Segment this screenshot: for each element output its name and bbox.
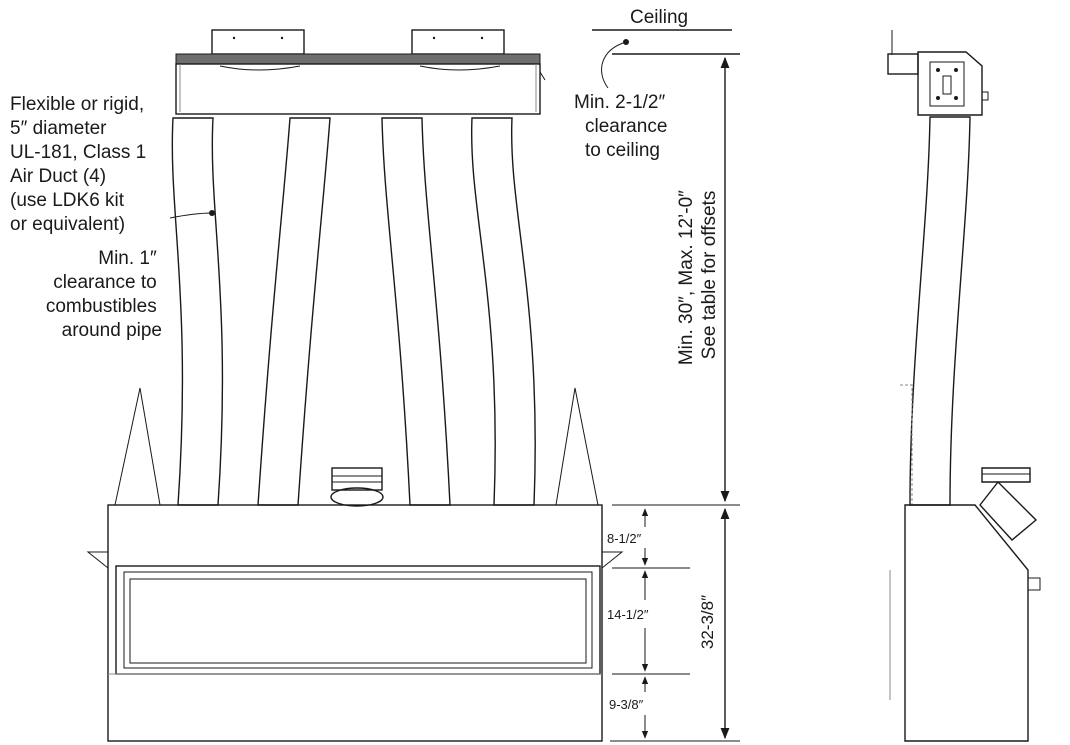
dim-top-label: 8-1/2″ <box>607 531 642 546</box>
dim-middle-label: 14-1/2″ <box>607 607 649 622</box>
side-vent-collar <box>979 467 1038 541</box>
dim-bottom-label: 9-3/8″ <box>609 697 644 712</box>
fireplace-body <box>86 504 624 742</box>
vent-collar <box>330 467 384 507</box>
duct-4 <box>470 117 536 506</box>
dimension-lines <box>610 56 740 742</box>
duct-leader <box>169 212 213 219</box>
duct-3 <box>381 117 451 506</box>
duct-2 <box>257 117 331 506</box>
front-view <box>86 29 624 742</box>
clearance-ceiling-label: Min. 2-1/2″ clearance to ceiling <box>574 92 673 161</box>
ceiling-indicator <box>592 29 740 89</box>
labels: Ceiling Min. 2-1/2″ clearance to ceiling… <box>10 7 720 712</box>
vertical-range-label: Min. 30″, Max. 12’-0″ See table for offs… <box>676 185 720 365</box>
flexible-ducts <box>171 117 536 506</box>
duct-1 <box>171 117 224 506</box>
side-duct <box>909 116 971 506</box>
side-view <box>887 30 1041 742</box>
ceiling-label: Ceiling <box>630 7 688 28</box>
side-plenum <box>887 30 989 116</box>
standoffs <box>114 387 599 506</box>
plenum-box <box>175 29 546 115</box>
side-body <box>889 504 1041 742</box>
dim-total-label: 32-3/8″ <box>698 595 717 649</box>
combustibles-clearance-label: Min. 1″ clearance to combustibles around… <box>46 248 162 341</box>
duct-description-label: Flexible or rigid, 5″ diameter UL-181, C… <box>10 94 152 235</box>
